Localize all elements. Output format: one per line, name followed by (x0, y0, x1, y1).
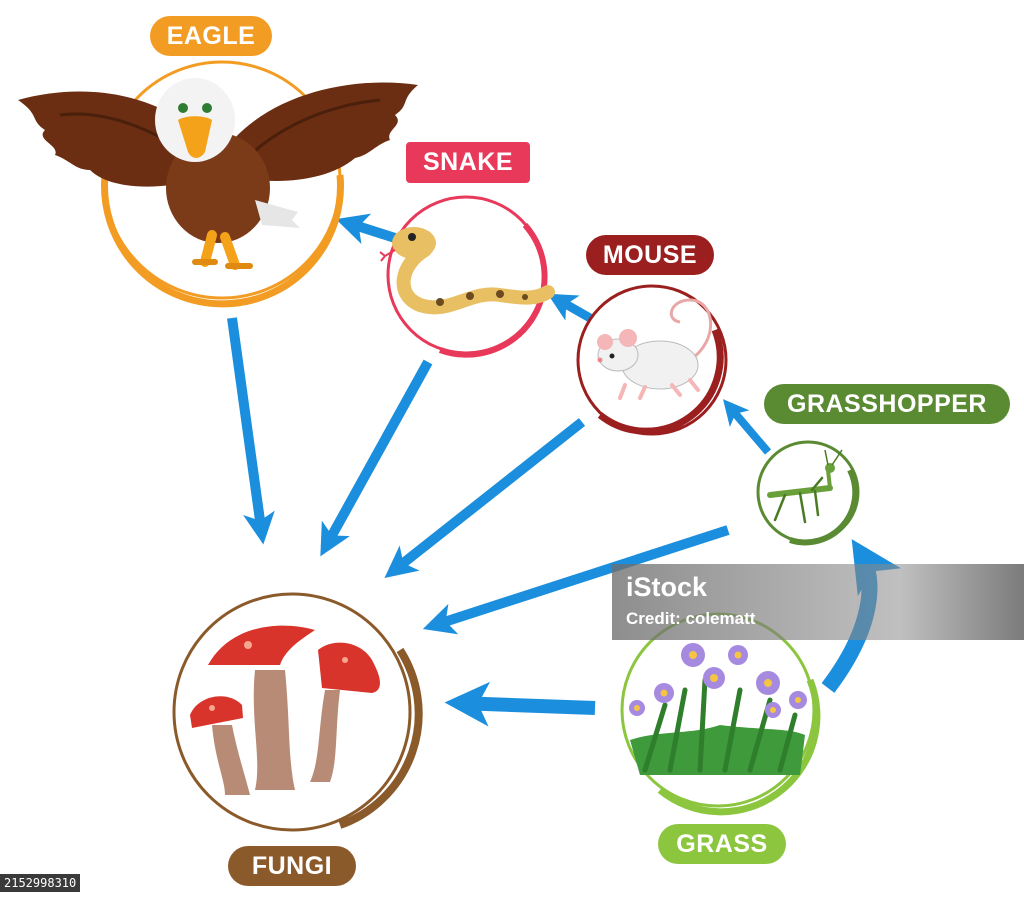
label-snake: SNAKE (406, 142, 530, 183)
label-fungi: FUNGI (228, 846, 356, 886)
eagle-ring (101, 174, 344, 308)
arrow-grass-to-fungi (444, 681, 596, 727)
arrow-mouse-to-snake (547, 293, 593, 322)
watermark-banner: iStock Credit: colematt (612, 564, 1024, 640)
node-grasshopper (756, 440, 860, 546)
label-mouse: MOUSE (586, 235, 714, 275)
image-id-tag: 2152998310 (0, 874, 81, 892)
arrow-snake-to-eagle (335, 213, 397, 245)
node-eagle (18, 60, 418, 308)
label-grasshopper: GRASSHOPPER (764, 384, 1010, 424)
node-mouse (576, 284, 728, 436)
arrow-grasshopper-to-mouse (723, 399, 772, 455)
snake-icon (379, 227, 555, 315)
grasshopper-icon (767, 449, 843, 524)
watermark-credit: Credit: colematt (626, 609, 756, 628)
arrow-mouse-to-fungi (384, 418, 586, 578)
mouse-icon (597, 298, 713, 400)
label-eagle: EAGLE (150, 16, 272, 56)
arrow-grasshopper-to-fungi (422, 525, 730, 635)
arrow-snake-to-fungi (320, 359, 433, 557)
arrows (227, 213, 901, 727)
eagle-icon (18, 78, 418, 270)
grass-flowers-icon (629, 643, 807, 775)
node-snake (379, 195, 555, 358)
mushrooms-icon (190, 625, 380, 795)
arrow-eagle-to-fungi (227, 317, 275, 545)
node-fungi (172, 592, 423, 832)
label-grass: GRASS (658, 824, 786, 864)
node-grass (620, 612, 821, 816)
watermark-logo: iStock (626, 572, 708, 602)
